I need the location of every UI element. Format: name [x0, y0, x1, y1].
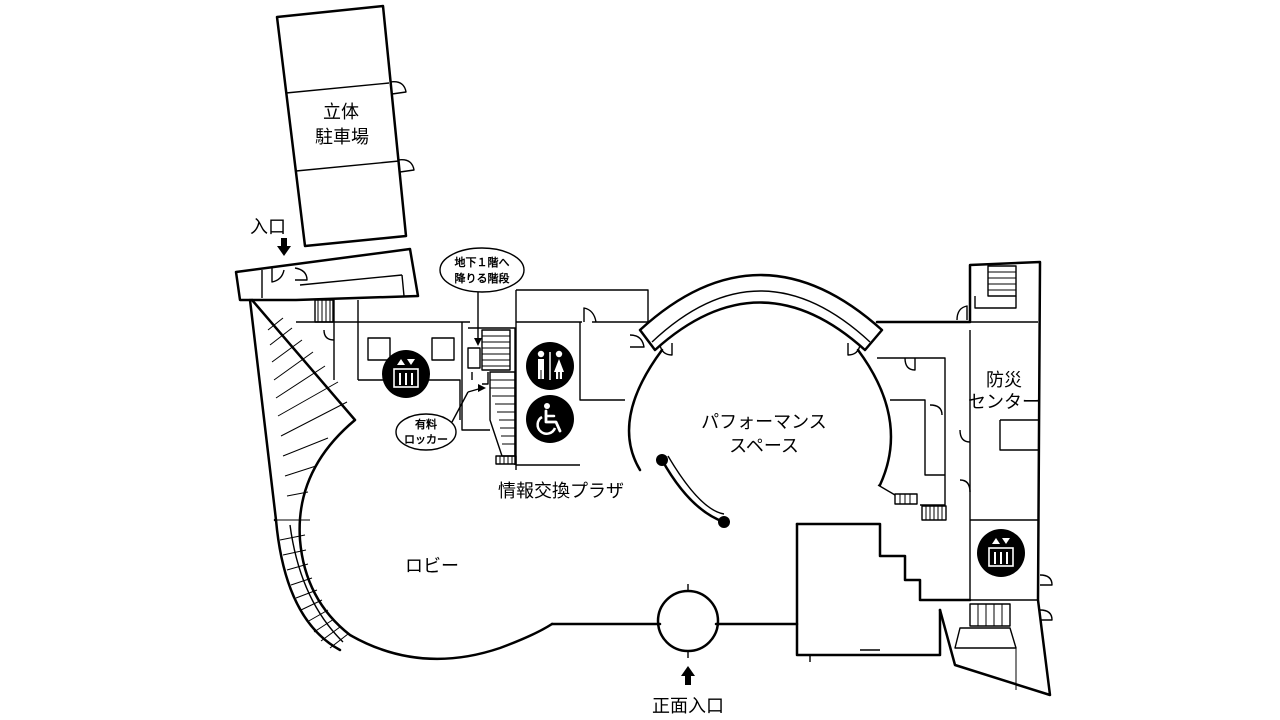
revolving-door	[656, 584, 720, 658]
right-top-stairs	[974, 265, 1017, 309]
locker-label-line2: ロッカー	[404, 433, 448, 446]
disaster-center-label-line1: 防災	[986, 370, 1022, 391]
stairs-b1-label-line1: 地下１階へ	[455, 255, 510, 269]
left-curved-stairs	[267, 317, 349, 649]
wheelchair-icon	[526, 395, 574, 443]
disaster-center-label-line2: センター	[968, 392, 1040, 413]
elevator-icon	[977, 529, 1025, 577]
performance-space	[627, 273, 896, 528]
arrow-down-icon	[277, 238, 291, 256]
right-bottom-stairs	[954, 603, 1017, 690]
entrance-label: 入口	[250, 217, 286, 238]
right-interior	[877, 357, 971, 521]
plaza-label: 情報交換プラザ	[498, 481, 624, 502]
stairs-to-b1	[467, 327, 517, 465]
stairs-b1-label-line2: 降りる階段	[455, 271, 510, 285]
parking-label-line1: 立体	[323, 102, 359, 123]
callout-locker: 有料 ロッカー	[395, 384, 486, 451]
restroom-icon	[526, 342, 574, 390]
interior-rooms	[296, 289, 649, 470]
locker-label-line1: 有料	[415, 417, 437, 431]
callout-stairs-b1: 地下１階へ 降りる階段	[439, 247, 525, 346]
performance-space-label-line2: スペース	[729, 436, 799, 457]
parking-building	[275, 4, 415, 248]
arrow-up-icon	[681, 666, 695, 685]
main-entrance-label: 正面入口	[652, 696, 724, 717]
elevator-icon	[382, 350, 430, 398]
performance-space-label-line1: パフォーマンス	[701, 412, 827, 433]
building-outline	[234, 247, 1053, 697]
parking-label-line2: 駐車場	[315, 127, 369, 148]
lobby-label: ロビー	[405, 556, 459, 577]
